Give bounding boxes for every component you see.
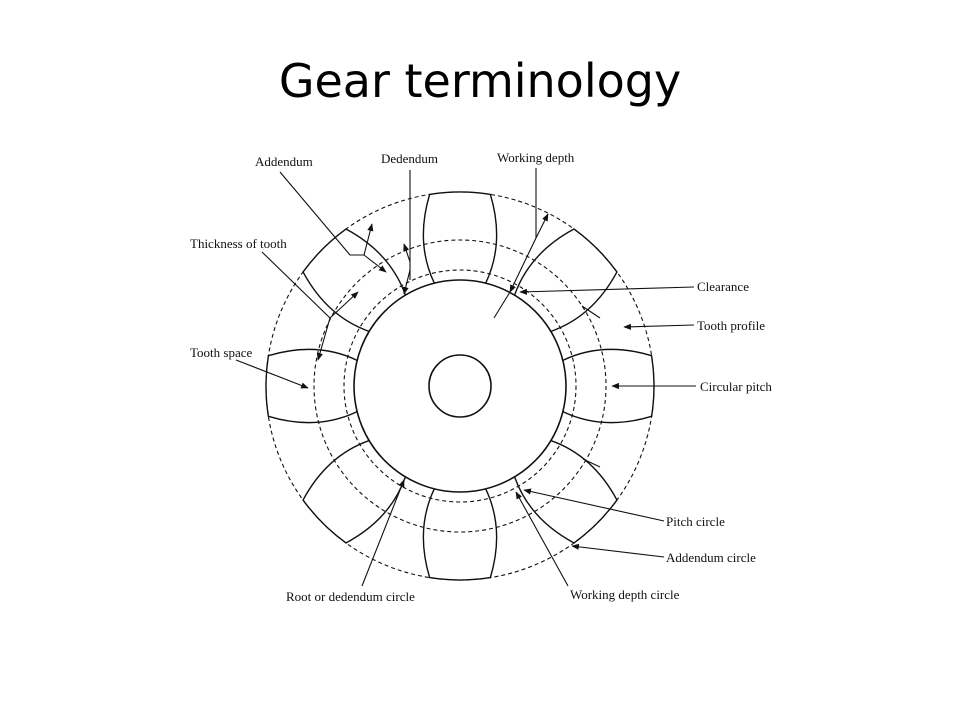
pitch-circle <box>313 239 607 533</box>
label-working-depth-circle: Working depth circle <box>570 587 680 602</box>
leader-lines <box>235 168 696 587</box>
label-tooth-profile: Tooth profile <box>697 318 765 333</box>
label-root-circle: Root or dedendum circle <box>286 589 415 604</box>
gear-tooth <box>422 488 498 581</box>
gear-tooth <box>422 191 498 284</box>
addendum-circle <box>265 191 655 581</box>
label-tooth-space: Tooth space <box>190 345 252 360</box>
gear-tooth <box>513 228 618 333</box>
working-depth-circle <box>343 269 577 503</box>
label-dedendum: Dedendum <box>381 151 438 166</box>
bore <box>428 354 492 418</box>
label-addendum: Addendum <box>255 154 313 169</box>
label-working-depth: Working depth <box>497 150 575 165</box>
gear-teeth <box>265 191 655 581</box>
label-clearance: Clearance <box>697 279 749 294</box>
root-circle <box>353 279 567 493</box>
label-pitch-circle: Pitch circle <box>666 514 725 529</box>
slide-title: Gear terminology <box>278 54 682 108</box>
label-circular-pitch: Circular pitch <box>700 379 772 394</box>
label-thickness-of-tooth: Thickness of tooth <box>190 236 287 251</box>
gear-tooth <box>302 439 407 544</box>
gear-tooth <box>302 228 407 333</box>
label-addendum-circle: Addendum circle <box>666 550 756 565</box>
